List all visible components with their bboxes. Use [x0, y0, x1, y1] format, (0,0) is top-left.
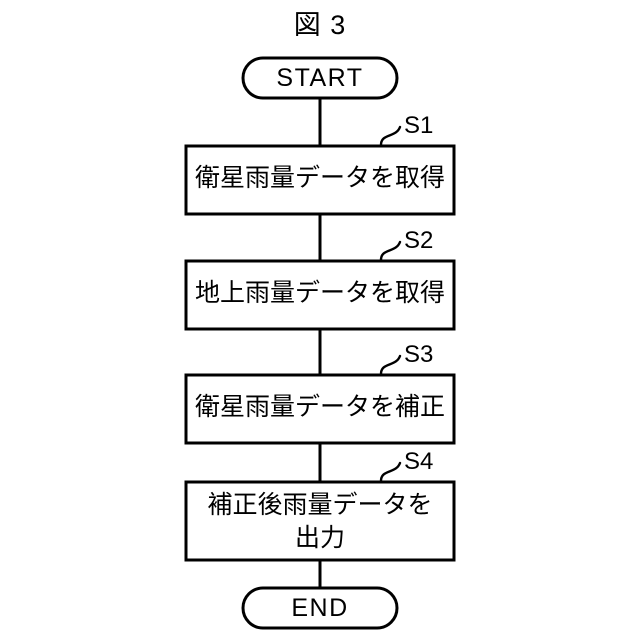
step-label-s1: S1 [404, 112, 434, 139]
leader-curve-s2 [379, 240, 402, 262]
step-label-s2: S2 [404, 227, 434, 254]
leader-curve-s1 [379, 125, 402, 147]
node-start[interactable] [241, 56, 399, 100]
leader-curve-s4 [379, 461, 402, 483]
node-s3[interactable] [184, 373, 456, 445]
leader-curve-s3 [379, 354, 402, 376]
step-label-s4: S4 [404, 448, 434, 475]
node-s1[interactable] [184, 144, 456, 216]
node-s4[interactable] [184, 480, 456, 562]
node-s2[interactable] [184, 259, 456, 331]
figure-title: 図 3 [293, 10, 347, 40]
node-end[interactable] [241, 586, 399, 630]
step-label-s3: S3 [404, 341, 434, 368]
